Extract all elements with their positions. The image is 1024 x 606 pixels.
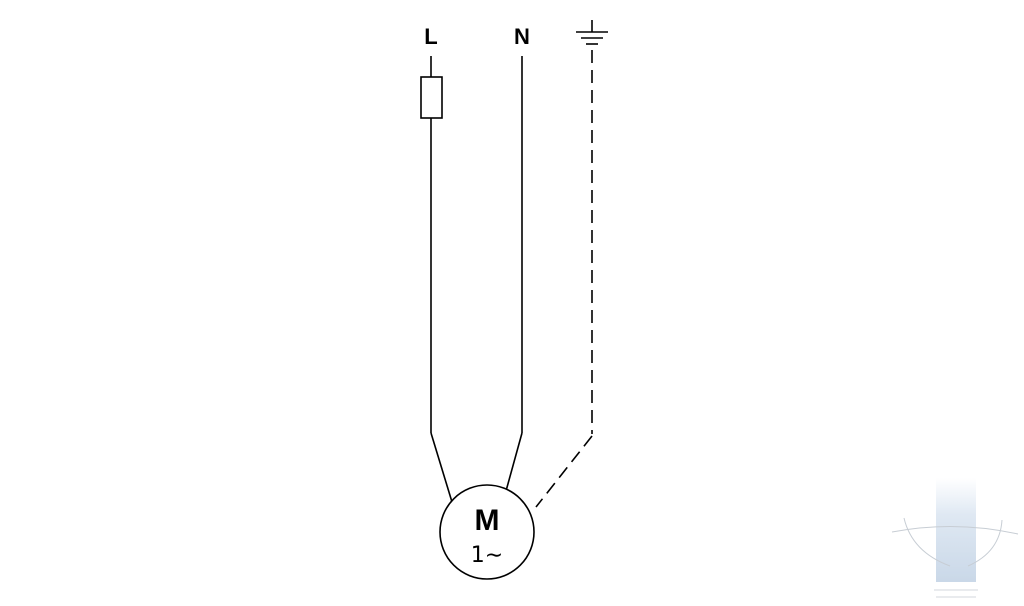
line-wire <box>420 56 453 503</box>
motor-label: M <box>475 504 500 537</box>
ground-icon <box>576 20 608 45</box>
logo-watermark-icon <box>891 478 1019 598</box>
motor-phase-label: 1∼ <box>471 543 503 568</box>
terminal-label-line: L <box>424 24 437 49</box>
earth-wire <box>535 50 593 508</box>
terminal-label-neutral: N <box>514 24 530 49</box>
neutral-wire <box>505 56 523 492</box>
motor-symbol: M 1∼ <box>439 484 535 580</box>
fuse-icon <box>420 76 443 119</box>
